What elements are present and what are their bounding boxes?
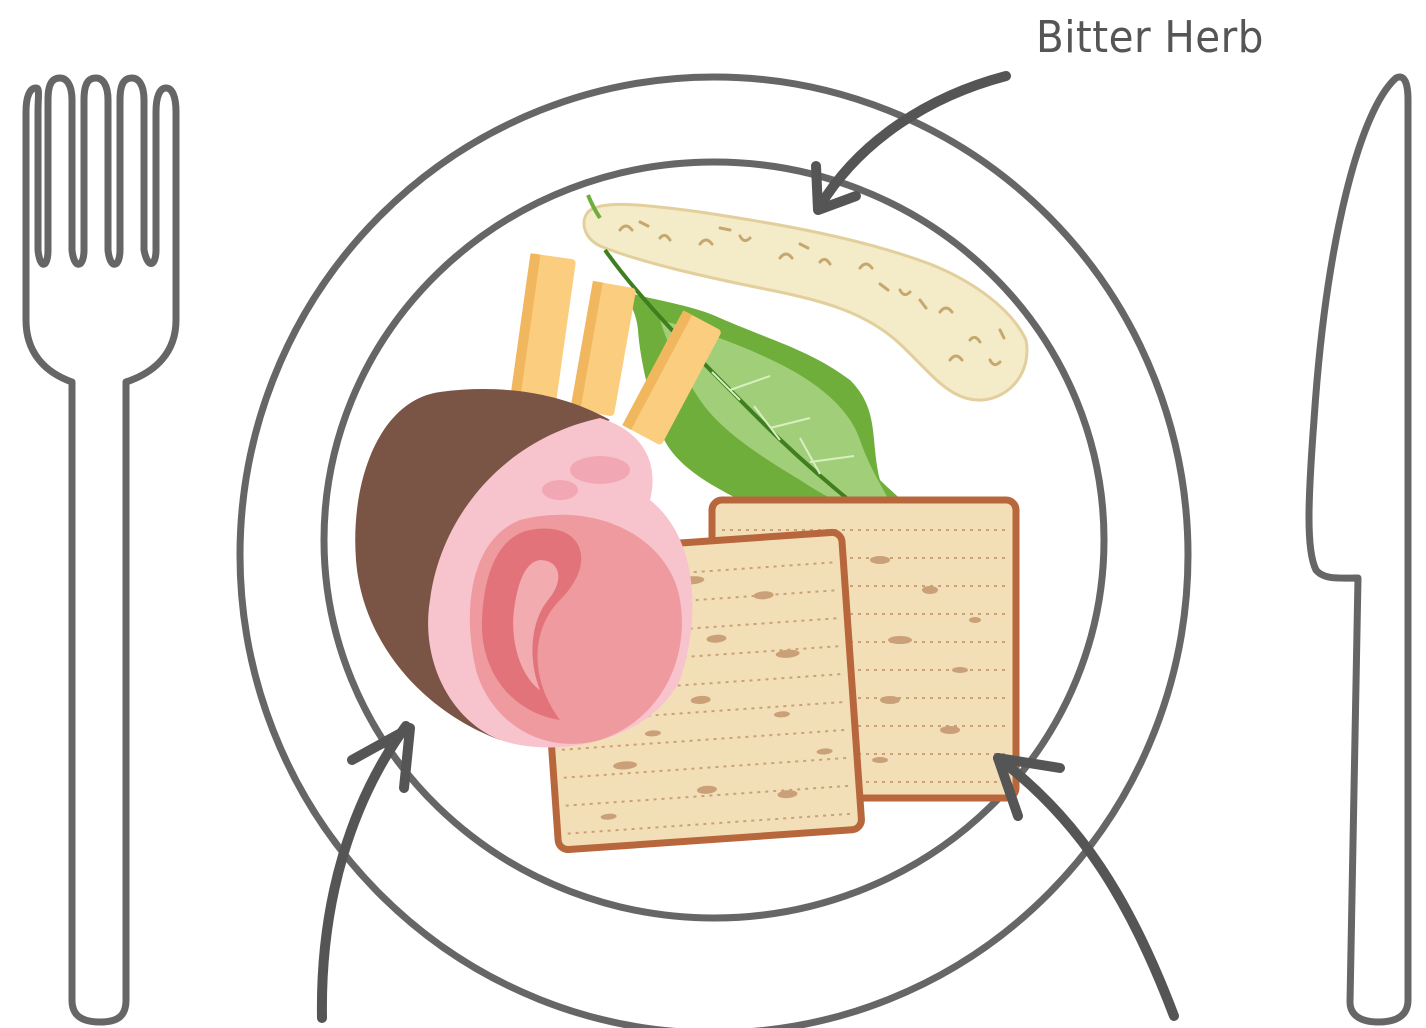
fork-icon (22, 74, 180, 1026)
lamb-shank-icon (355, 253, 721, 748)
arrow-to-lamb-shank (316, 721, 415, 1023)
arrow-to-matzah (993, 753, 1179, 1021)
arrow-to-bitter-herb (811, 71, 1011, 215)
knife-icon (1305, 73, 1412, 1026)
bitter-herb-label: Bitter Herb (1036, 12, 1264, 63)
plate-icon (236, 73, 1192, 1028)
horseradish-root-icon (582, 194, 1029, 402)
